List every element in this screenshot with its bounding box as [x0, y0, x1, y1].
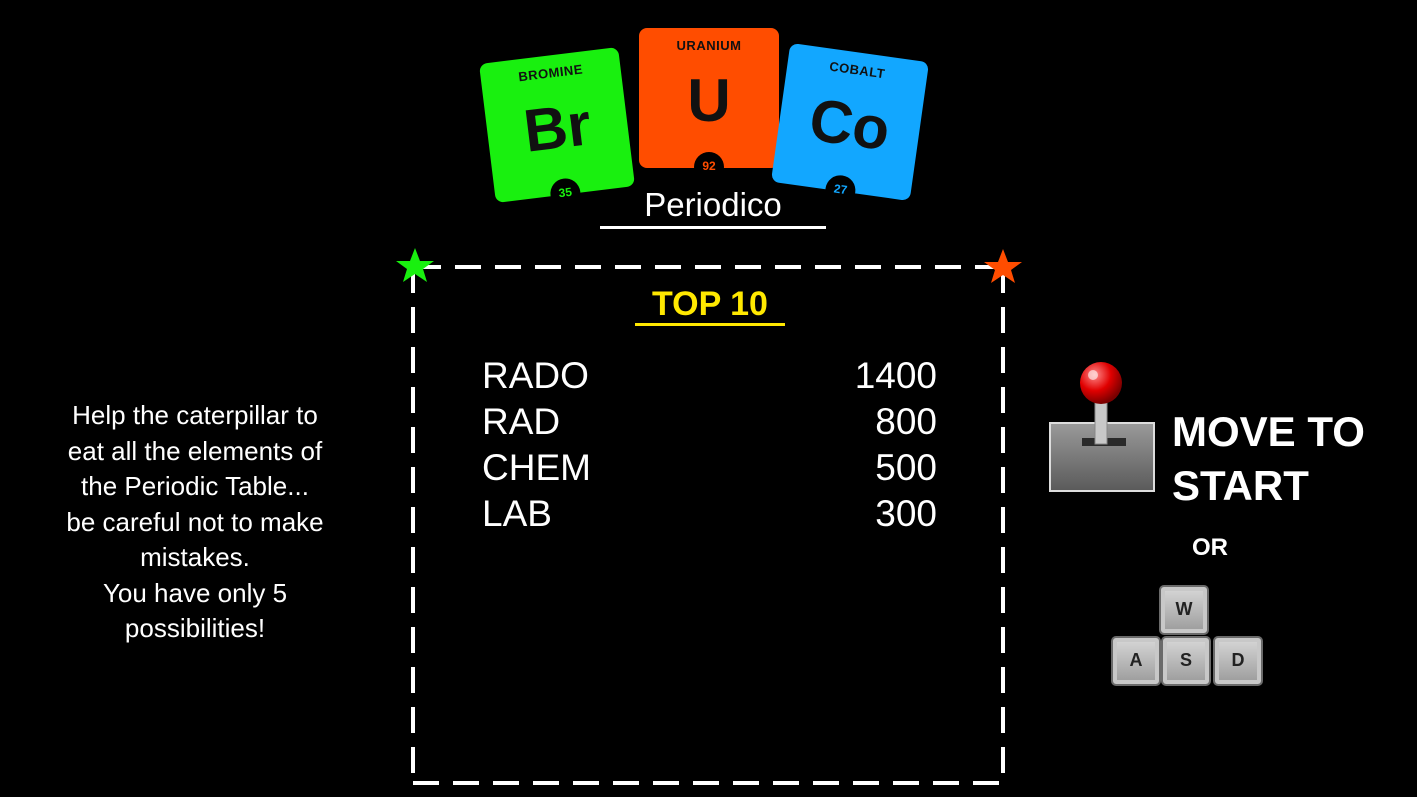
leaderboard-panel: TOP 10 RADO 1400 RAD 800 CHEM 500 LAB 30…: [395, 245, 1030, 797]
instruction-line: You have only 5: [102, 577, 288, 608]
move-line: START: [1172, 462, 1309, 509]
instruction-line: Help the caterpillar to: [72, 400, 318, 430]
score-row: LAB 300: [482, 491, 937, 537]
element-name: BROMINE: [517, 61, 584, 85]
element-name: URANIUM: [676, 38, 742, 53]
instruction-line: be careful not to make: [66, 506, 324, 537]
instruction-line: mistakes.: [140, 542, 250, 572]
joystick-icon: [1049, 362, 1155, 492]
element-tile-bromine: BROMINE Br 35: [478, 46, 636, 211]
element-number: 35: [548, 176, 583, 211]
instruction-line: possibilities!: [124, 613, 266, 643]
player-name: RADO: [482, 355, 589, 396]
player-name: RAD: [482, 401, 561, 442]
score-list: RADO 1400 RAD 800 CHEM 500 LAB 300: [482, 353, 937, 537]
score-row: RAD 800: [482, 399, 937, 445]
move-line: MOVE TO: [1172, 408, 1365, 455]
game-title: Periodico: [600, 186, 826, 229]
element-number: 92: [694, 152, 724, 182]
score-row: CHEM 500: [482, 445, 937, 491]
orange-star-icon: [984, 249, 1022, 283]
element-symbol: U: [687, 67, 731, 134]
or-label: OR: [1192, 534, 1228, 561]
player-score: 1400: [854, 355, 937, 396]
element-name: COBALT: [828, 58, 887, 82]
element-number: 27: [823, 173, 858, 208]
move-to-start-text: MOVE TO START: [1172, 405, 1365, 513]
green-star-icon: [396, 248, 434, 282]
score-row: RADO 1400: [482, 353, 937, 399]
key-s-icon: S: [1161, 636, 1211, 686]
key-d-icon: D: [1213, 636, 1263, 686]
element-symbol: Br: [520, 90, 595, 165]
element-tile-uranium: URANIUM U 92: [639, 28, 779, 182]
instructions-text: Help the caterpillar to eat all the elem…: [30, 398, 360, 647]
player-name: LAB: [482, 493, 552, 534]
key-a-icon: A: [1111, 636, 1161, 686]
player-name: CHEM: [482, 447, 591, 488]
element-tile-cobalt: COBALT Co 27: [770, 42, 930, 208]
element-symbol: Co: [805, 85, 894, 164]
instruction-line: the Periodic Table...: [81, 471, 309, 501]
key-w-icon: W: [1159, 585, 1209, 635]
player-score: 300: [875, 493, 937, 534]
player-score: 500: [875, 447, 937, 488]
leaderboard-title: TOP 10: [635, 285, 785, 326]
instruction-line: eat all the elements of: [67, 435, 323, 466]
dashed-border: [396, 248, 1022, 785]
player-score: 800: [875, 401, 937, 442]
